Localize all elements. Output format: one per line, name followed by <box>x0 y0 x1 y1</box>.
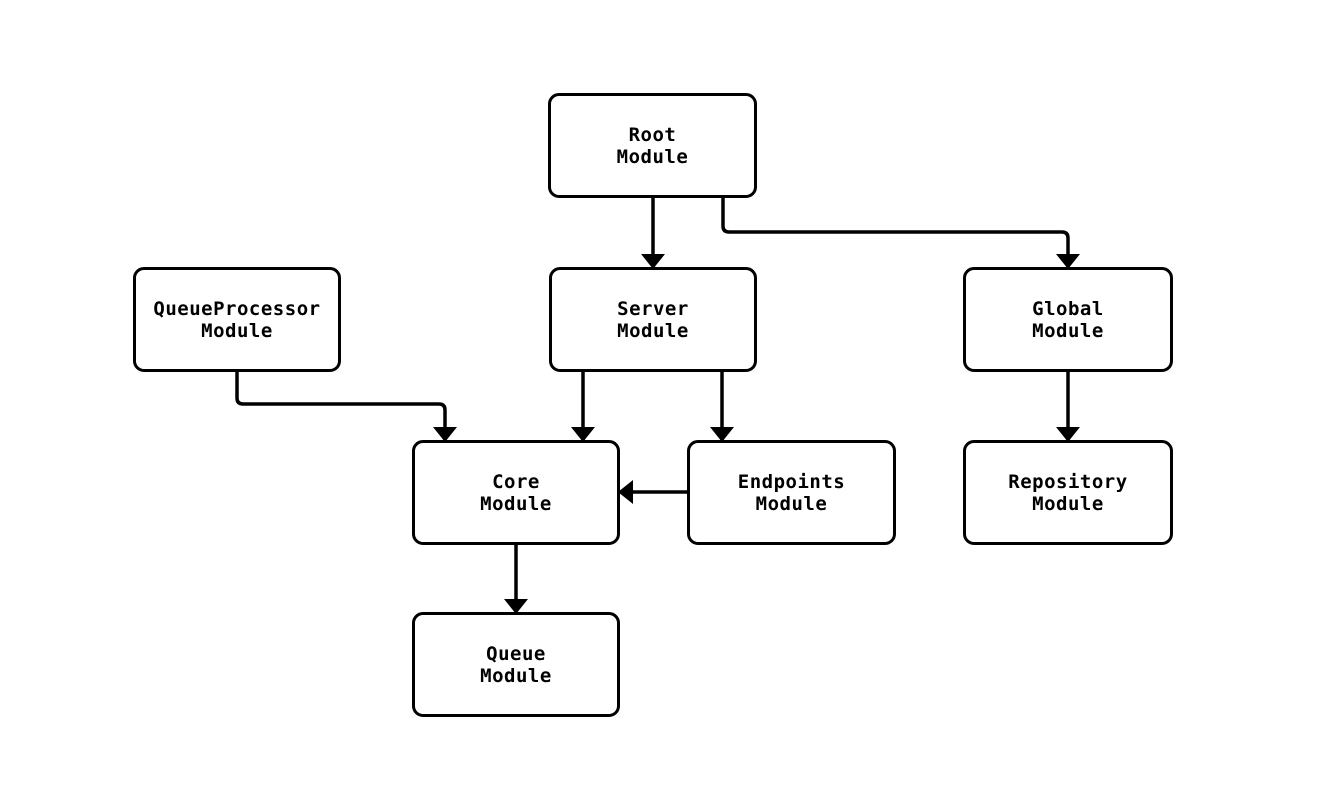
node-label: Endpoints Module <box>737 470 846 515</box>
node-root-module: Root Module <box>548 93 757 198</box>
node-queue-module: Queue Module <box>412 612 620 717</box>
node-label: Queue Module <box>480 642 552 687</box>
node-label: Server Module <box>617 297 689 342</box>
node-label: Root Module <box>616 123 689 168</box>
node-endpoints-module: Endpoints Module <box>687 440 896 545</box>
node-label: Core Module <box>480 470 552 515</box>
node-core-module: Core Module <box>412 440 620 545</box>
node-queueprocessor-module: QueueProcessor Module <box>133 267 341 372</box>
node-label: Global Module <box>1032 297 1104 342</box>
node-server-module: Server Module <box>549 267 757 372</box>
node-label: Repository Module <box>1008 470 1128 515</box>
edge-queueprocessor-to-core <box>235 372 457 442</box>
node-label: QueueProcessor Module <box>153 297 321 342</box>
node-global-module: Global Module <box>963 267 1173 372</box>
node-repository-module: Repository Module <box>963 440 1173 545</box>
edge-root-to-global <box>721 198 1080 269</box>
